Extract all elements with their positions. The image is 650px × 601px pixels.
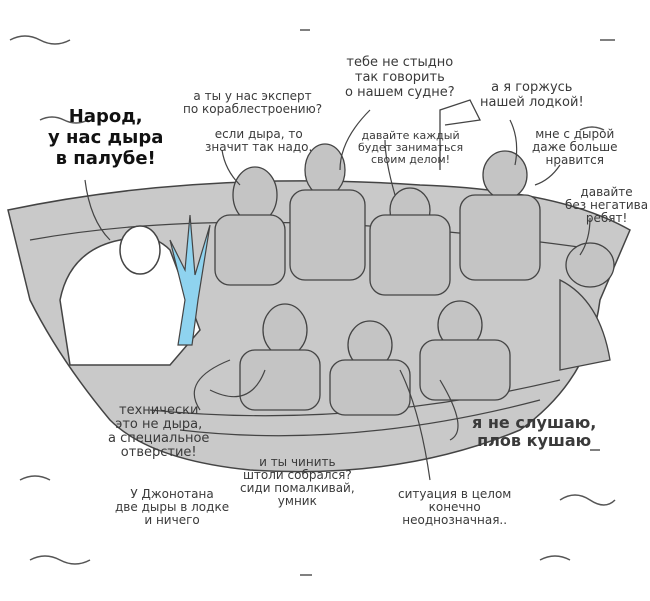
bubble-expert: а ты у нас эксперт по кораблестроению? — [183, 89, 323, 116]
speech-tails — [84, 109, 591, 481]
sailor-with-hole — [59, 225, 201, 366]
bubble-technically: технически это не дыра, а специальное от… — [108, 403, 210, 460]
bubble-must-be: если дыра, то значит так надо. — [205, 127, 313, 154]
bubble-pilaf: я не слушаю, плов кушаю — [472, 413, 597, 450]
bubble-fix: и ты чинить штоли собрался? сиди помалки… — [240, 455, 355, 508]
main-shout: Народ, у нас дыра в палубе! — [48, 106, 164, 169]
crew-figures — [214, 143, 615, 416]
bubble-like-more: мне с дырой даже больше нравится — [532, 127, 618, 167]
bubble-shame: тебе не стыдно так говорить о нашем судн… — [345, 55, 455, 100]
bubble-no-negative: давайте без негатива ребят! — [565, 185, 649, 225]
bubble-john: У Джонотана две дыры в лодке и ничего — [115, 487, 230, 527]
bubble-proud: а я горжусь нашей лодкой! — [480, 80, 584, 110]
water-splash — [169, 214, 211, 346]
flag — [439, 99, 481, 170]
water-waves — [9, 29, 616, 576]
bubble-own-business: давайте каждый будет заниматься своим де… — [358, 129, 464, 166]
bubble-ambiguous: ситуация в целом конечно неоднозначная.. — [398, 487, 512, 527]
